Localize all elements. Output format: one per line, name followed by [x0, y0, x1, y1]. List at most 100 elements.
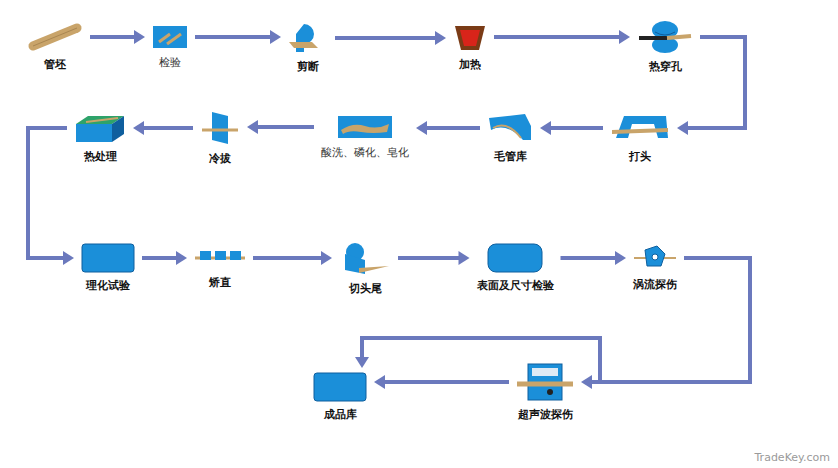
- flow-arrow: [416, 121, 480, 135]
- step-icon: [339, 240, 391, 276]
- step-label: 成品库: [310, 408, 370, 421]
- arrow-head: [321, 251, 332, 265]
- arrow-head: [134, 30, 145, 44]
- flow-arrow: [133, 121, 193, 135]
- step-label: 加热: [450, 58, 490, 71]
- step-icon: [453, 22, 487, 52]
- process-step: 表面及尺寸检验: [474, 243, 557, 292]
- process-step: 冷拔: [197, 110, 243, 165]
- flow-arrow: [195, 30, 281, 44]
- arrow-head: [615, 251, 626, 265]
- flow-arrow: [247, 120, 314, 134]
- step-label: 毛管库: [484, 150, 536, 163]
- arrow-head: [581, 375, 592, 389]
- arrow-head: [247, 120, 258, 134]
- step-label: 表面及尺寸检验: [474, 279, 557, 292]
- arrow-line: [195, 35, 271, 39]
- arrow-head: [435, 31, 446, 45]
- arrow-line: [561, 256, 617, 260]
- process-step: 切头尾: [336, 240, 394, 295]
- arrow-line: [550, 126, 603, 130]
- arrow-head: [176, 251, 187, 265]
- step-icon: [200, 110, 240, 146]
- step-label: 矫直: [191, 276, 249, 289]
- arrow-line: [591, 258, 750, 382]
- arrow-line: [28, 128, 67, 258]
- process-step: 管坯: [24, 22, 86, 71]
- arrow-head: [270, 30, 281, 44]
- flow-arrow: [374, 375, 509, 389]
- step-label: 剪断: [285, 60, 331, 73]
- arrow-line: [335, 36, 436, 40]
- flow-arrow: [677, 37, 745, 135]
- flow-arrow: [142, 251, 187, 265]
- flow-arrow: [494, 30, 630, 44]
- process-step: 加热: [450, 22, 490, 71]
- arrow-head: [355, 357, 369, 368]
- process-step: 打头: [607, 112, 673, 163]
- step-label: 涡流探伤: [630, 278, 680, 291]
- arrow-line: [143, 126, 193, 130]
- arrow-head: [677, 121, 688, 135]
- step-icon: [313, 372, 367, 402]
- step-label: 理化试验: [78, 279, 138, 292]
- step-icon: [637, 20, 693, 54]
- step-icon: [74, 112, 126, 144]
- arrow-head: [374, 375, 385, 389]
- arrow-line: [90, 35, 135, 39]
- arrow-head: [540, 121, 551, 135]
- process-step: 酸洗、磷化、皂化: [318, 114, 412, 159]
- arrow-line: [257, 125, 314, 129]
- arrow-head: [63, 251, 74, 265]
- step-icon: [288, 22, 328, 54]
- step-icon: [487, 112, 533, 144]
- step-icon: [516, 362, 574, 402]
- arrow-line: [362, 258, 750, 382]
- flow-arrow: [28, 128, 74, 265]
- step-icon: [27, 22, 83, 52]
- watermark: TradeKey.com: [755, 451, 830, 464]
- step-label: 打头: [607, 150, 673, 163]
- step-icon: [81, 243, 135, 273]
- arrow-line: [687, 37, 745, 128]
- process-step: 理化试验: [78, 243, 138, 292]
- process-step: 超声波探伤: [513, 362, 577, 421]
- step-label: 热处理: [71, 150, 129, 163]
- flow-arrow: [355, 258, 750, 382]
- step-label: 热穿孔: [634, 60, 696, 73]
- arrow-line: [426, 126, 480, 130]
- flow-arrow: [398, 251, 470, 265]
- step-icon: [487, 243, 543, 273]
- process-step: 剪断: [285, 22, 331, 73]
- arrow-line: [253, 256, 322, 260]
- step-icon: [610, 112, 670, 144]
- arrow-head: [416, 121, 427, 135]
- flow-arrow: [561, 251, 627, 265]
- flow-arrow: [253, 251, 332, 265]
- arrow-line: [142, 256, 177, 260]
- process-step: 毛管库: [484, 112, 536, 163]
- process-step: 矫直: [191, 246, 249, 289]
- arrow-line: [494, 35, 620, 39]
- step-icon: [337, 114, 393, 140]
- flow-arrow: [581, 258, 750, 389]
- arrow-line: [398, 256, 460, 260]
- process-step: 热处理: [71, 112, 129, 163]
- step-label: 酸洗、磷化、皂化: [318, 146, 412, 159]
- step-icon: [152, 24, 188, 50]
- arrow-head: [133, 121, 144, 135]
- flow-arrow: [90, 30, 145, 44]
- step-icon: [194, 246, 246, 270]
- step-label: 管坯: [24, 58, 86, 71]
- process-step: 成品库: [310, 372, 370, 421]
- process-step: 热穿孔: [634, 20, 696, 73]
- process-step: 检验: [149, 24, 191, 69]
- flow-arrow: [335, 31, 446, 45]
- step-icon: [633, 244, 677, 272]
- step-label: 检验: [149, 56, 191, 69]
- process-step: 涡流探伤: [630, 244, 680, 291]
- step-label: 超声波探伤: [513, 408, 577, 421]
- arrow-head: [459, 251, 470, 265]
- step-label: 冷拔: [197, 152, 243, 165]
